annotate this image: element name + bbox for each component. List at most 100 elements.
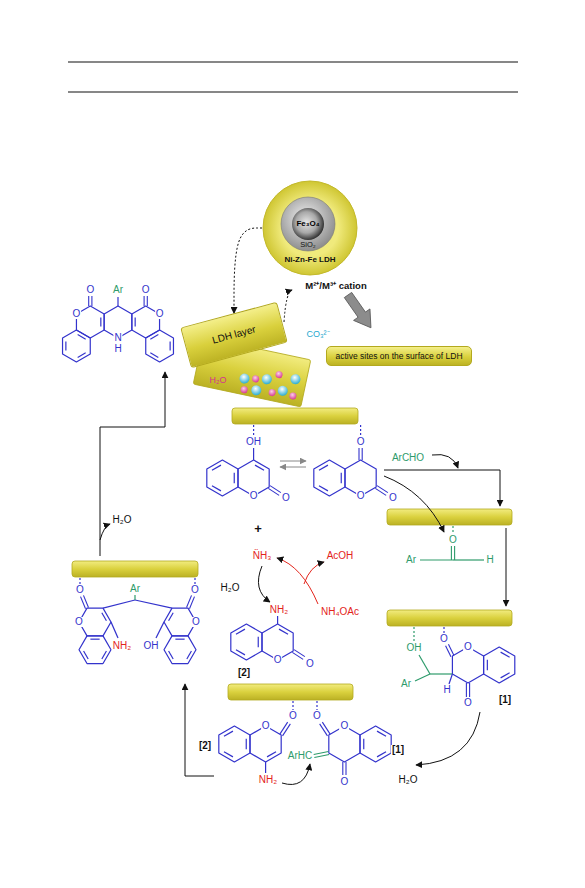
single-bond [156, 622, 164, 638]
byproduct-label: H₂O [220, 583, 241, 593]
double-bond [135, 317, 136, 326]
single-bond [415, 674, 430, 681]
single-bond [430, 673, 452, 674]
atom-label: O [190, 585, 200, 595]
catalyst-surface [387, 509, 512, 525]
reaction-arrow [284, 290, 292, 322]
double-bond [78, 353, 86, 358]
reaction-arrow [282, 764, 310, 784]
double-bond [377, 486, 388, 493]
double-bond [363, 739, 364, 749]
double-bond [150, 353, 158, 358]
double-bond [224, 731, 233, 736]
double-bond [279, 629, 288, 634]
atom-label: O [74, 617, 84, 627]
atom-label: O [288, 711, 298, 721]
reaction-arrow [384, 476, 444, 532]
surface-interaction [413, 627, 414, 641]
atom-label: O [340, 777, 350, 787]
atom-label: O [75, 585, 85, 595]
double-bond [446, 646, 451, 657]
ring-bond [219, 726, 250, 762]
single-bond [111, 622, 118, 638]
reaction-arrow [185, 684, 214, 776]
double-bond [487, 660, 488, 670]
ring-bond [63, 330, 91, 362]
double-bond [345, 762, 346, 775]
atom-label: O [356, 491, 366, 501]
atom-label: O [439, 634, 449, 644]
compound-number: [2] [237, 668, 251, 678]
double-bond [84, 651, 89, 659]
atom-label: O [141, 285, 151, 295]
atom-label: O [463, 698, 473, 708]
surface-interaction [79, 578, 80, 584]
reaction-arrow [277, 558, 318, 604]
double-bond [175, 639, 184, 640]
reaction-arrow [432, 455, 458, 468]
double-bond [255, 465, 264, 470]
ring-bond [250, 726, 281, 762]
single-bond [419, 655, 430, 674]
double-bond [501, 673, 510, 678]
double-bond [90, 639, 99, 640]
double-bond [65, 341, 66, 350]
double-bond [362, 448, 363, 460]
ring-bond [207, 460, 238, 496]
double-bond [169, 651, 174, 659]
reaction-arrow [416, 712, 480, 765]
atom-label: H [442, 685, 451, 695]
double-bond [466, 683, 467, 697]
surface-interaction [292, 701, 293, 710]
reaction-arrow [304, 562, 324, 584]
atom-label: O [356, 437, 366, 447]
reagent-label: N̈H₃ [252, 551, 273, 561]
double-bond [234, 473, 235, 483]
aryl-label: Ar [405, 555, 417, 565]
byproduct-label: H₂O [398, 775, 419, 785]
double-bond [377, 752, 386, 757]
reaction-arrow [258, 566, 270, 602]
dotted-arrow [234, 228, 262, 313]
ring-bond [314, 460, 345, 496]
double-bond [314, 755, 329, 758]
double-bond [236, 629, 245, 634]
atom-label: O [261, 721, 271, 731]
atom-label: N [113, 333, 122, 343]
double-bond [170, 341, 171, 350]
amine-label: NH₂ [269, 605, 289, 615]
double-bond [78, 335, 86, 340]
catalyst-surface [72, 561, 198, 577]
cation-label: M²⁺/M³⁺ cation [304, 281, 367, 291]
double-bond [91, 296, 92, 306]
surface-interaction [253, 425, 254, 436]
ring-bond [329, 726, 360, 762]
catalyst-surface [228, 684, 353, 700]
catalyst-surface [387, 610, 512, 626]
atom-label: O [85, 285, 95, 295]
surface-interaction [194, 578, 195, 584]
particle-label: Ni-Zn-Fe LDH [284, 256, 335, 264]
double-bond [212, 486, 221, 491]
double-bond [454, 546, 455, 560]
ring-bond [360, 726, 391, 762]
ring-bond [146, 330, 174, 362]
box-label: LDH layer [211, 324, 257, 345]
atom-label: O [388, 493, 398, 503]
atom-label: H [113, 344, 122, 354]
header-rule [68, 61, 518, 62]
double-bond [236, 650, 245, 655]
double-bond [267, 752, 276, 757]
surface-interaction [360, 425, 361, 436]
double-bond [268, 488, 279, 495]
byproduct-label: AcOH [326, 551, 355, 561]
double-bond [102, 651, 107, 659]
reaction-arrow [100, 372, 165, 556]
reaction-arrow [280, 461, 306, 462]
atom-label: O [191, 617, 201, 627]
reagent-label: ArCHO [391, 453, 425, 463]
atom-label: O [281, 493, 291, 503]
single-bond [135, 600, 172, 608]
atom-label: O [463, 642, 473, 652]
